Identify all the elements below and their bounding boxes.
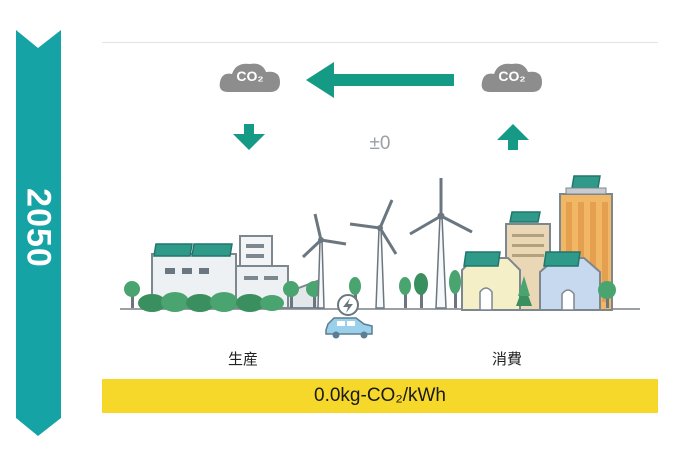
down-arrow-icon [233, 124, 265, 150]
production-label: 生産 [228, 350, 259, 368]
balance-label: ±0 [369, 133, 391, 154]
house-icon [461, 251, 521, 311]
year-banner [16, 30, 61, 436]
tree-icon [516, 276, 616, 308]
car-icon [325, 317, 373, 339]
cloud-icon [219, 63, 280, 92]
emission-factor-bar: 0.0kg-CO₂/kWh [102, 379, 658, 413]
co2-cloud-left: CO₂ [218, 58, 282, 98]
top-divider [102, 42, 658, 43]
bushes-icon [138, 292, 284, 312]
up-arrow-icon [497, 124, 529, 150]
wind-turbine-icon [301, 178, 473, 309]
co2-left-label: CO₂ [236, 68, 264, 84]
emission-factor-value: 0.0kg-CO₂/kWh [314, 385, 446, 406]
co2-right-label: CO₂ [498, 68, 526, 84]
ev-charger-icon [337, 294, 359, 316]
consumption-label: 消費 [492, 350, 523, 368]
co2-cloud-right: CO₂ [480, 58, 544, 98]
house-icon [539, 251, 601, 311]
cloud-icon [481, 63, 542, 92]
co2-flow-arrow-icon [306, 62, 454, 98]
